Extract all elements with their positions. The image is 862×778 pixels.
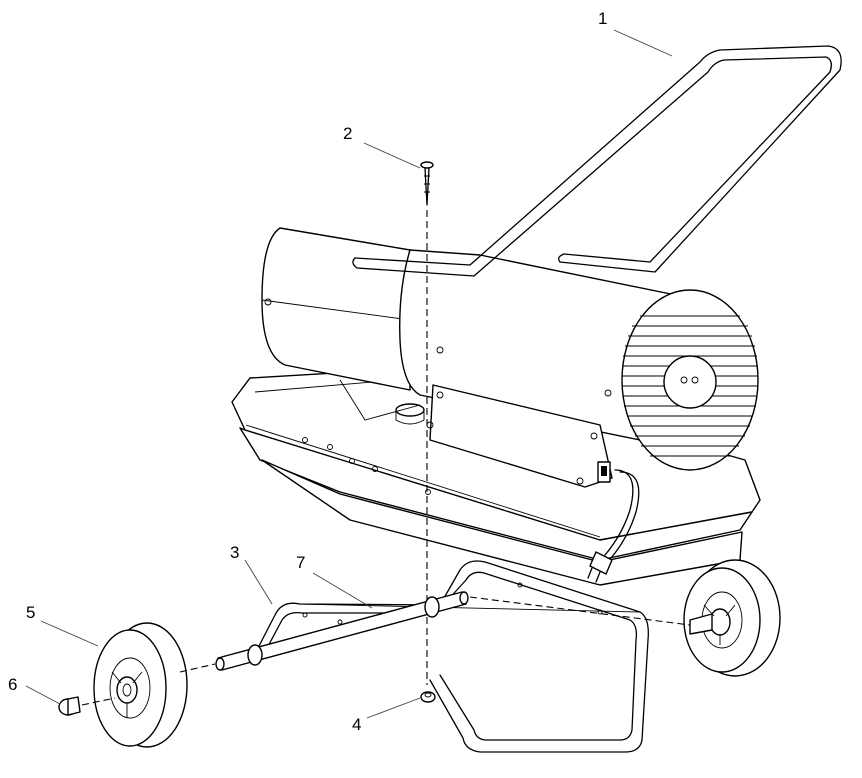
nut	[420, 691, 436, 703]
wheel	[93, 622, 188, 748]
control-panel	[426, 384, 640, 583]
rear-axis-line	[469, 596, 691, 626]
callout-1: 1	[598, 9, 607, 28]
burner-housing	[261, 227, 759, 471]
axle	[215, 591, 469, 671]
leader-lines	[25, 29, 673, 719]
hub-cap	[58, 696, 116, 716]
handle	[352, 45, 842, 277]
callout-5: 5	[26, 603, 35, 622]
callout-2: 2	[343, 124, 352, 143]
wheel-axis-line	[179, 663, 216, 673]
callout-7: 7	[296, 553, 305, 572]
screw	[420, 161, 434, 206]
callout-4: 4	[352, 715, 361, 734]
rear-wheel-mounted	[683, 559, 781, 677]
frame	[257, 560, 649, 753]
callout-6: 6	[8, 675, 17, 694]
callout-3: 3	[230, 543, 239, 562]
